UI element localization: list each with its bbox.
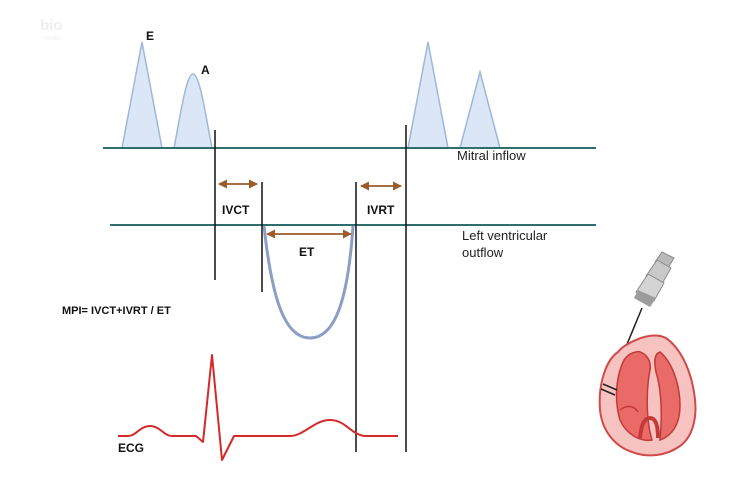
watermark-sub: render (44, 36, 61, 42)
mpi-formula: MPI= IVCT+IVRT / ET (62, 305, 171, 317)
mitral-inflow-label: Mitral inflow (457, 148, 526, 163)
a-wave-label: A (201, 63, 210, 77)
probe-hash-marks (600, 383, 618, 396)
e-wave-peak (121, 41, 163, 149)
a-wave-peak (173, 73, 213, 149)
heart-illustration (598, 334, 697, 457)
a-wave-peak-2 (459, 69, 501, 149)
ecg-trace (118, 354, 398, 461)
ivrt-label: IVRT (367, 203, 395, 217)
mitral-inflow-waveform (121, 41, 501, 149)
watermark-logo: bio (40, 17, 63, 34)
ecg-label: ECG (118, 441, 144, 455)
lv-outflow-label-line2: outflow (462, 245, 504, 260)
e-wave-label: E (146, 29, 154, 43)
e-wave-peak-2 (407, 41, 449, 149)
lv-outflow-curve (262, 225, 355, 340)
lv-outflow-label-line1: Left ventricular (462, 228, 548, 243)
ultrasound-probe-icon (634, 251, 675, 307)
ivct-label: IVCT (222, 203, 250, 217)
et-label: ET (299, 245, 315, 259)
